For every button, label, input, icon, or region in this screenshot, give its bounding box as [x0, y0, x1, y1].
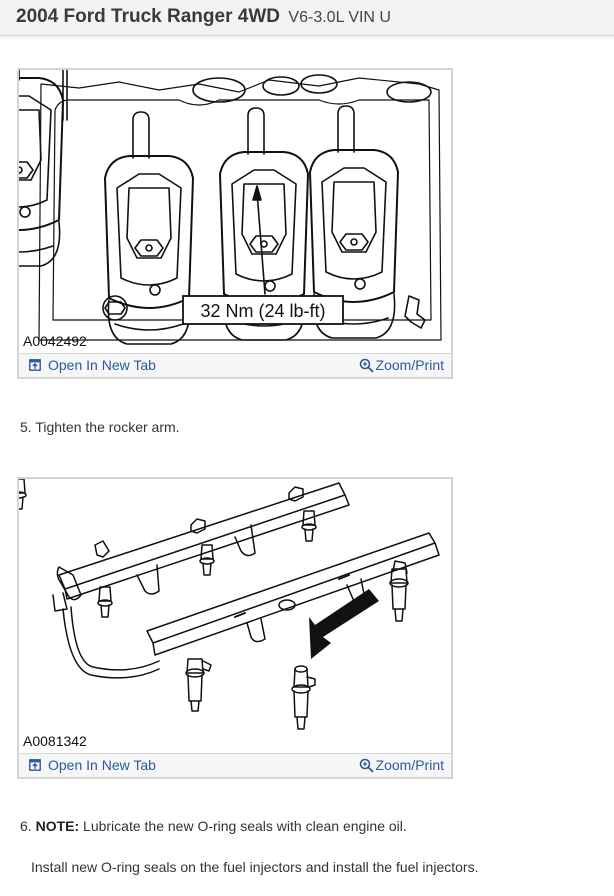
- vehicle-title: 2004 Ford Truck Ranger 4WD: [16, 6, 280, 27]
- open-in-new-tab-icon: [29, 359, 41, 371]
- open-in-new-tab-label: Open In New Tab: [48, 757, 156, 773]
- figure-id: A0081342: [23, 733, 87, 749]
- zoom-print-link[interactable]: Zoom/Print: [359, 357, 444, 373]
- open-in-new-tab-icon: [29, 759, 41, 771]
- step-6: 6. NOTE: Lubricate the new O-ring seals …: [20, 818, 407, 834]
- figure-rocker-arm: 32 Nm (24 lb-ft) A0042492 Open In New Ta…: [17, 68, 453, 379]
- engine-subtitle: V6-3.0L VIN U: [288, 9, 391, 26]
- figure-id: A0042492: [23, 333, 87, 349]
- step-text: Tighten the rocker arm.: [35, 419, 180, 435]
- note-label: NOTE:: [35, 818, 80, 834]
- page-header: 2004 Ford Truck Ranger 4WD V6-3.0L VIN U: [0, 0, 614, 36]
- magnifier-icon: [359, 358, 374, 373]
- torque-callout: 32 Nm (24 lb-ft): [200, 301, 325, 321]
- open-in-new-tab-link[interactable]: Open In New Tab: [29, 757, 156, 773]
- zoom-print-label: Zoom/Print: [375, 757, 444, 773]
- zoom-print-link[interactable]: Zoom/Print: [359, 757, 444, 773]
- figure-fuel-injectors: A0081342 Open In New Tab Zoom/Print: [17, 477, 453, 779]
- open-in-new-tab-link[interactable]: Open In New Tab: [29, 357, 156, 373]
- step-5: 5. Tighten the rocker arm.: [20, 419, 180, 435]
- step-number: 6.: [20, 818, 32, 834]
- magnifier-icon: [359, 758, 374, 773]
- note-text: Lubricate the new O-ring seals with clea…: [83, 818, 407, 834]
- open-in-new-tab-label: Open In New Tab: [48, 357, 156, 373]
- fuel-injector-illustration: [19, 479, 440, 730]
- rocker-arm-illustration: 32 Nm (24 lb-ft): [19, 70, 442, 345]
- step-6-instruction: Install new O-ring seals on the fuel inj…: [31, 859, 479, 875]
- step-number: 5.: [20, 419, 32, 435]
- zoom-print-label: Zoom/Print: [375, 357, 444, 373]
- figure-toolbar: Open In New Tab Zoom/Print: [19, 353, 451, 377]
- figure-toolbar: Open In New Tab Zoom/Print: [19, 753, 451, 777]
